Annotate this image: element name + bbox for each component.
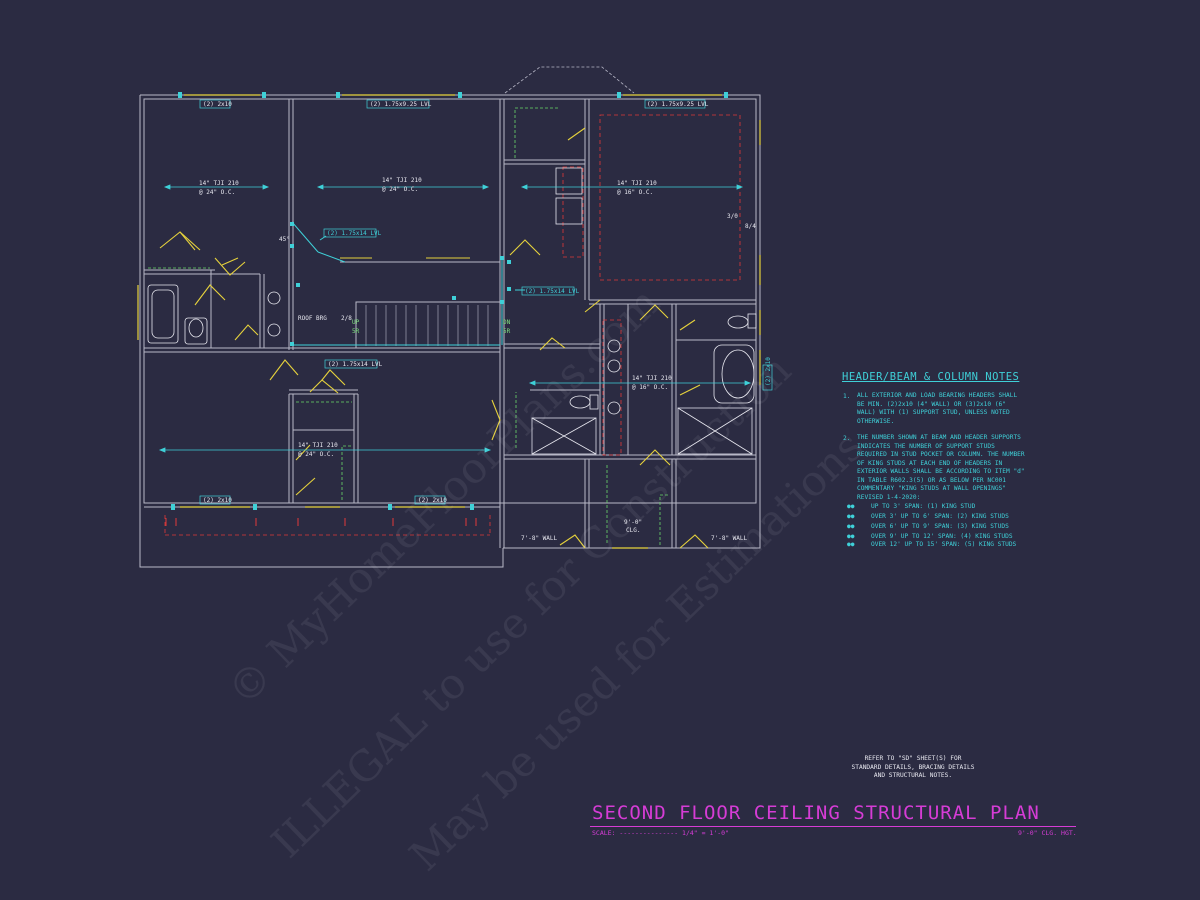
angle-label: 45° [279,236,290,243]
ceiling-height-value: 9'-0" [624,519,642,526]
joist-spacing-bonus: @ 24" O.C. [382,186,418,193]
bullet-icon: ●● [847,533,855,540]
scale-dashes: --------------- [619,829,679,837]
king-stud-rule-4: ●●OVER 9' UP TO 12' SPAN: (4) KING STUDS [847,533,1013,540]
reference-note: REFER TO "SD" SHEET(S) FOR STANDARD DETA… [851,755,975,779]
joist-label-bed2: 14" TJI 210 [199,180,239,187]
joist-label-bed3: 14" TJI 210 [298,442,338,449]
joist-spacing-master: @ 16" O.C. [617,189,653,196]
header-label-top-mid: (2) 1.75x9.25 LVL [370,101,432,108]
bullet-icon: ●● [847,541,855,548]
stair-number: 2/8 [341,315,352,322]
roof-bearing-label: ROOF BRG [298,315,327,322]
scale-value: 1/4" = 1'-0" [682,829,729,837]
king-stud-rule-1: ●●UP TO 3' SPAN: (1) KING STUD [847,503,976,510]
stair-down-label: DN [503,319,511,326]
king-stud-rule-2: ●●OVER 3' UP TO 6' SPAN: (2) KING STUDS [847,513,1009,520]
header-label-boxes [199,99,773,505]
beam-label-stair: (2) 1.75x14 LVL [525,288,580,295]
scale-label: SCALE: [592,829,616,837]
master-chase-label-a: 3/0 [727,213,738,220]
title-underline [590,826,1076,827]
king-stud-rule-3: ●●OVER 6' UP TO 9' SPAN: (3) KING STUDS [847,523,1009,530]
joist-label-master: 14" TJI 210 [617,180,657,187]
stair-down-risers: 5R [503,328,511,335]
beam-label-lower: (2) 1.75x14 LVL [328,361,383,368]
note-1-number: 1. [843,393,851,400]
exterior-windows [137,94,761,549]
joist-label-bath: 14" TJI 210 [632,375,672,382]
beam-lines [291,221,525,346]
king-stud-rule-5: ●●OVER 12' UP TO 15' SPAN: (5) KING STUD… [847,541,1017,548]
scale-row: SCALE: --------------- 1/4" = 1'-0" [592,829,729,837]
joist-arrows [158,184,752,453]
note-1-text: ALL EXTERIOR AND LOAD BEARING HEADERS SH… [857,392,1018,425]
green-dashed-outlines [148,107,670,545]
sheet-title: SECOND FLOOR CEILING STRUCTURAL PLAN [592,802,1040,824]
header-label-top-left: (2) 2x10 [203,101,232,108]
window-label-right: (2) 2x10 [765,357,772,386]
header-label-bottom-right: (2) 2x10 [418,497,447,504]
bath-fixtures [147,167,757,455]
bay-window-outline [504,66,635,94]
wall-height-left: 7'-8" WALL [521,535,558,542]
porch-columns [165,518,477,526]
bullet-icon: ●● [847,513,855,520]
note-2-number: 2. [843,435,851,442]
note-2-text: THE NUMBER SHOWN AT BEAM AND HEADER SUPP… [857,434,1025,501]
joist-spacing-bath: @ 16" O.C. [632,384,668,391]
ceiling-height-label: CLG. [626,527,640,534]
red-dashed-outlines [164,114,741,536]
bullet-icon: ●● [847,523,855,530]
stair-up-label: UP [352,319,360,326]
joist-label-bonus: 14" TJI 210 [382,177,422,184]
notes-title: HEADER/BEAM & COLUMN NOTES [842,371,1020,383]
joist-spacing-bed3: @ 24" O.C. [298,451,334,458]
door-swings [159,127,709,549]
ceiling-height-note: 9'-0" CLG. HGT. [1018,829,1077,837]
header-label-top-right: (2) 1.75x9.25 LVL [647,101,709,108]
header-label-bottom-left: (2) 2x10 [203,497,232,504]
bullet-icon: ●● [847,503,855,510]
master-chase-label-b: 8/4 [745,223,756,230]
stair-up-risers: 5R [352,328,360,335]
joist-spacing-bed2: @ 24" O.C. [199,189,235,196]
walls [143,98,757,548]
header-posts [171,92,728,510]
stair-treads [356,301,500,346]
wall-height-right: 7'-8" WALL [711,535,748,542]
beam-label-mid: (2) 1.75x14 LVL [327,230,382,237]
